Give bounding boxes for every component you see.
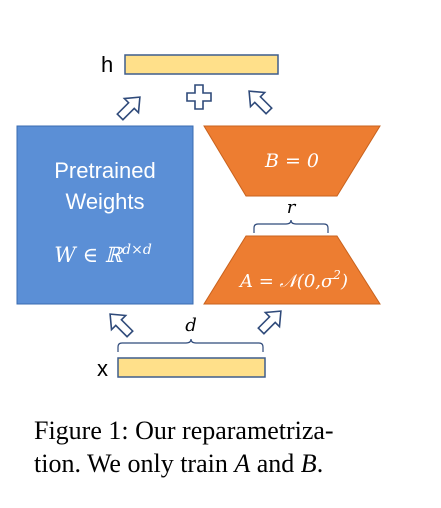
arrow-up-right-lower-icon: [257, 310, 282, 335]
a-label-sup: 2: [332, 268, 341, 282]
r-brace: [253, 219, 329, 233]
pretrained-weights-block: [16, 125, 194, 305]
h-label: h: [101, 52, 113, 77]
b-label: B = 0: [264, 150, 319, 172]
weight-formula-sup: d×d: [122, 242, 152, 258]
b-matrix-block: [203, 125, 381, 197]
a-label: A = 𝒩(0,σ2): [238, 268, 348, 292]
h-vector: [124, 54, 279, 75]
arrow-up-right-icon: [116, 96, 141, 121]
pretrained-label-line2: Weights: [65, 189, 144, 214]
a-label-close: ): [340, 271, 348, 292]
arrow-up-left-icon: [248, 90, 273, 115]
weight-formula-main: W ∈ ℝ: [54, 243, 123, 267]
a-label-main: A = 𝒩(0,σ: [238, 271, 334, 292]
caption-line-2-start: tion. We only train: [34, 449, 235, 478]
figure-caption: Figure 1: Our reparametriza- tion. We on…: [34, 414, 430, 480]
a-matrix-block: [203, 235, 381, 305]
x-vector: [117, 357, 266, 378]
x-label: x: [97, 356, 108, 381]
caption-line-2-mid: and: [250, 449, 301, 478]
pretrained-label-line1: Pretrained: [54, 158, 156, 183]
caption-line-2-end: .: [316, 449, 324, 478]
d-label: d: [185, 315, 197, 336]
weight-formula: W ∈ ℝd×d: [54, 242, 152, 267]
plus-icon: [186, 84, 212, 110]
caption-line-1: Figure 1: Our reparametriza-: [34, 416, 334, 445]
caption-line-2: tion. We only train A and B.: [34, 447, 430, 480]
caption-a-italic: A: [234, 449, 251, 478]
r-label: r: [287, 197, 297, 218]
arrow-up-left-lower-icon: [109, 313, 134, 338]
caption-b-italic: B: [300, 449, 317, 478]
d-brace: [117, 338, 264, 352]
